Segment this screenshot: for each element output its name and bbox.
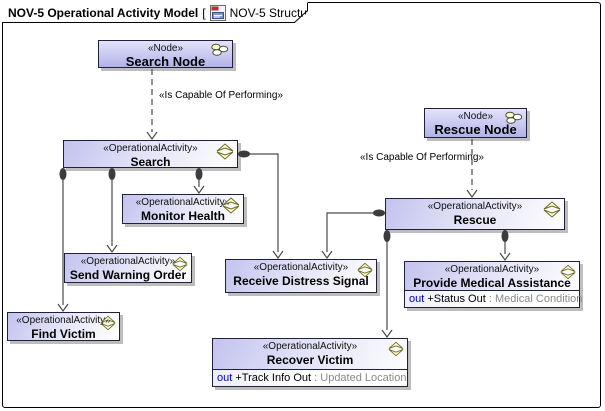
provide-medical-assistance-activity-box[interactable]: «OperationalActivity» Provide Medical As…: [404, 261, 583, 308]
stereotype-label: «Node»: [457, 111, 494, 122]
operational-activity-icon: [222, 197, 240, 214]
activity-name: Find Victim: [31, 327, 96, 341]
stereotype-label: «OperationalActivity»: [253, 262, 349, 273]
find-victim-activity-box[interactable]: «OperationalActivity» Find Victim: [7, 312, 120, 341]
port-name: +Status Out: [427, 293, 486, 305]
is-capable-of-performing-label[interactable]: «Is Capable Of Performing»: [360, 152, 484, 163]
operational-activity-icon: [543, 201, 561, 218]
send-warning-order-activity-box[interactable]: «OperationalActivity» Send Warning Order: [64, 253, 192, 283]
nov5-diagram-icon: [209, 4, 226, 21]
rescue-activity-box[interactable]: «OperationalActivity» Rescue: [385, 198, 565, 230]
activity-name: Send Warning Order: [69, 268, 187, 282]
search-activity-box[interactable]: «OperationalActivity» Search: [63, 140, 238, 169]
node-name: Search Node: [125, 54, 206, 69]
port-type: : Updated Location: [314, 372, 407, 384]
stereotype-label: «OperationalActivity»: [103, 143, 198, 154]
activity-name: Recover Victim: [266, 353, 354, 367]
operational-activity-icon: [560, 264, 576, 280]
recover-victim-activity-box[interactable]: «OperationalActivity» Recover Victim out…: [212, 338, 408, 387]
activity-name: Provide Medical Assistance: [413, 276, 571, 290]
is-capable-of-performing-label[interactable]: «Is Capable Of Performing»: [159, 90, 283, 101]
monitor-health-activity-box[interactable]: «OperationalActivity» Monitor Health: [122, 194, 244, 224]
port-type: : Medical Condition: [488, 293, 583, 305]
activity-name: Rescue: [453, 213, 497, 227]
port-name: +Track Info Out: [235, 372, 312, 384]
title-bracket-open: [: [202, 5, 206, 20]
activity-name: Monitor Health: [141, 209, 225, 223]
receive-distress-signal-activity-box[interactable]: «OperationalActivity» Receive Distress S…: [225, 259, 377, 293]
activity-name: Receive Distress Signal: [233, 274, 369, 288]
diagram-title: NOV-5 Operational Activity Model: [8, 5, 199, 20]
stereotype-label: «Node»: [147, 43, 184, 54]
stereotype-label: «OperationalActivity»: [135, 197, 231, 208]
port-direction: out: [409, 293, 425, 305]
port-row: out +Track Info Out : Updated Location: [212, 369, 408, 387]
operational-activity-icon: [100, 315, 116, 331]
operational-activity-icon: [172, 256, 188, 272]
port-row: out +Status Out : Medical Condition: [404, 290, 583, 308]
stereotype-label: «OperationalActivity»: [80, 256, 176, 267]
activity-name: Search: [130, 155, 171, 169]
stereotype-label: «OperationalActivity»: [16, 315, 111, 326]
operational-activity-icon: [216, 143, 234, 160]
stereotype-label: «OperationalActivity»: [427, 201, 523, 212]
node-icon: [504, 111, 523, 124]
node-icon: [210, 43, 229, 56]
diagram-frame-tab[interactable]: NOV-5 Operational Activity Model [ NOV-5…: [2, 2, 308, 23]
node-name: Rescue Node: [434, 122, 517, 137]
rescue-node-box[interactable]: «Node» Rescue Node: [424, 108, 527, 138]
stereotype-label: «OperationalActivity»: [444, 264, 540, 275]
port-direction: out: [217, 372, 233, 384]
stereotype-label: «OperationalActivity»: [262, 341, 358, 352]
operational-activity-icon: [357, 262, 373, 278]
operational-activity-icon: [388, 341, 404, 357]
search-node-box[interactable]: «Node» Search Node: [98, 40, 233, 69]
